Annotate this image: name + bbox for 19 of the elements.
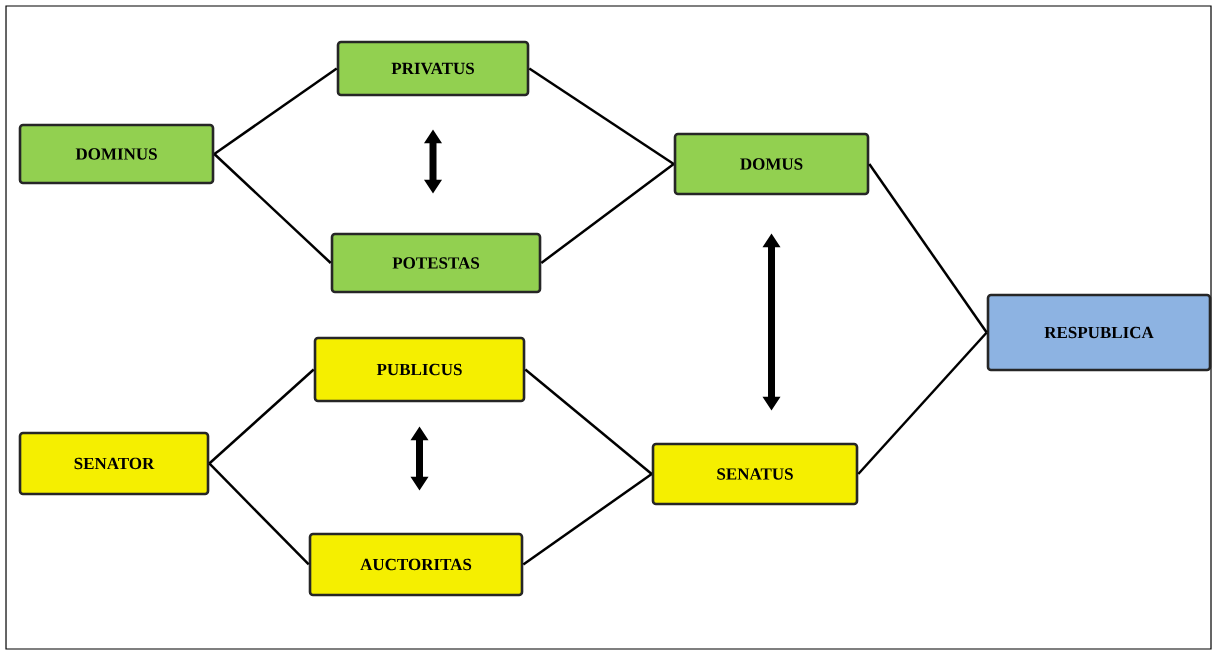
label-box: SENATOR: [18, 431, 210, 496]
label-box: PUBLICUS: [313, 336, 526, 403]
label-box: PRIVATUS: [336, 40, 530, 97]
connector-line: [540, 163, 675, 264]
connector-line: [208, 368, 315, 465]
connector-line: [528, 67, 675, 166]
connector-line: [857, 331, 988, 475]
label-box: AUCTORITAS: [308, 532, 524, 597]
connector-line: [524, 368, 653, 475]
label-box: SENATUS: [651, 442, 859, 506]
label-box: DOMUS: [673, 132, 870, 196]
label-box: DOMINUS: [18, 123, 215, 185]
connector-line: [213, 153, 332, 264]
connector-line: [522, 472, 653, 566]
connector-line: [213, 67, 338, 155]
connector-line: [208, 462, 310, 566]
label-box: RESPUBLICA: [986, 293, 1212, 372]
connector-line: [868, 163, 988, 334]
label-box: POTESTAS: [330, 232, 542, 294]
